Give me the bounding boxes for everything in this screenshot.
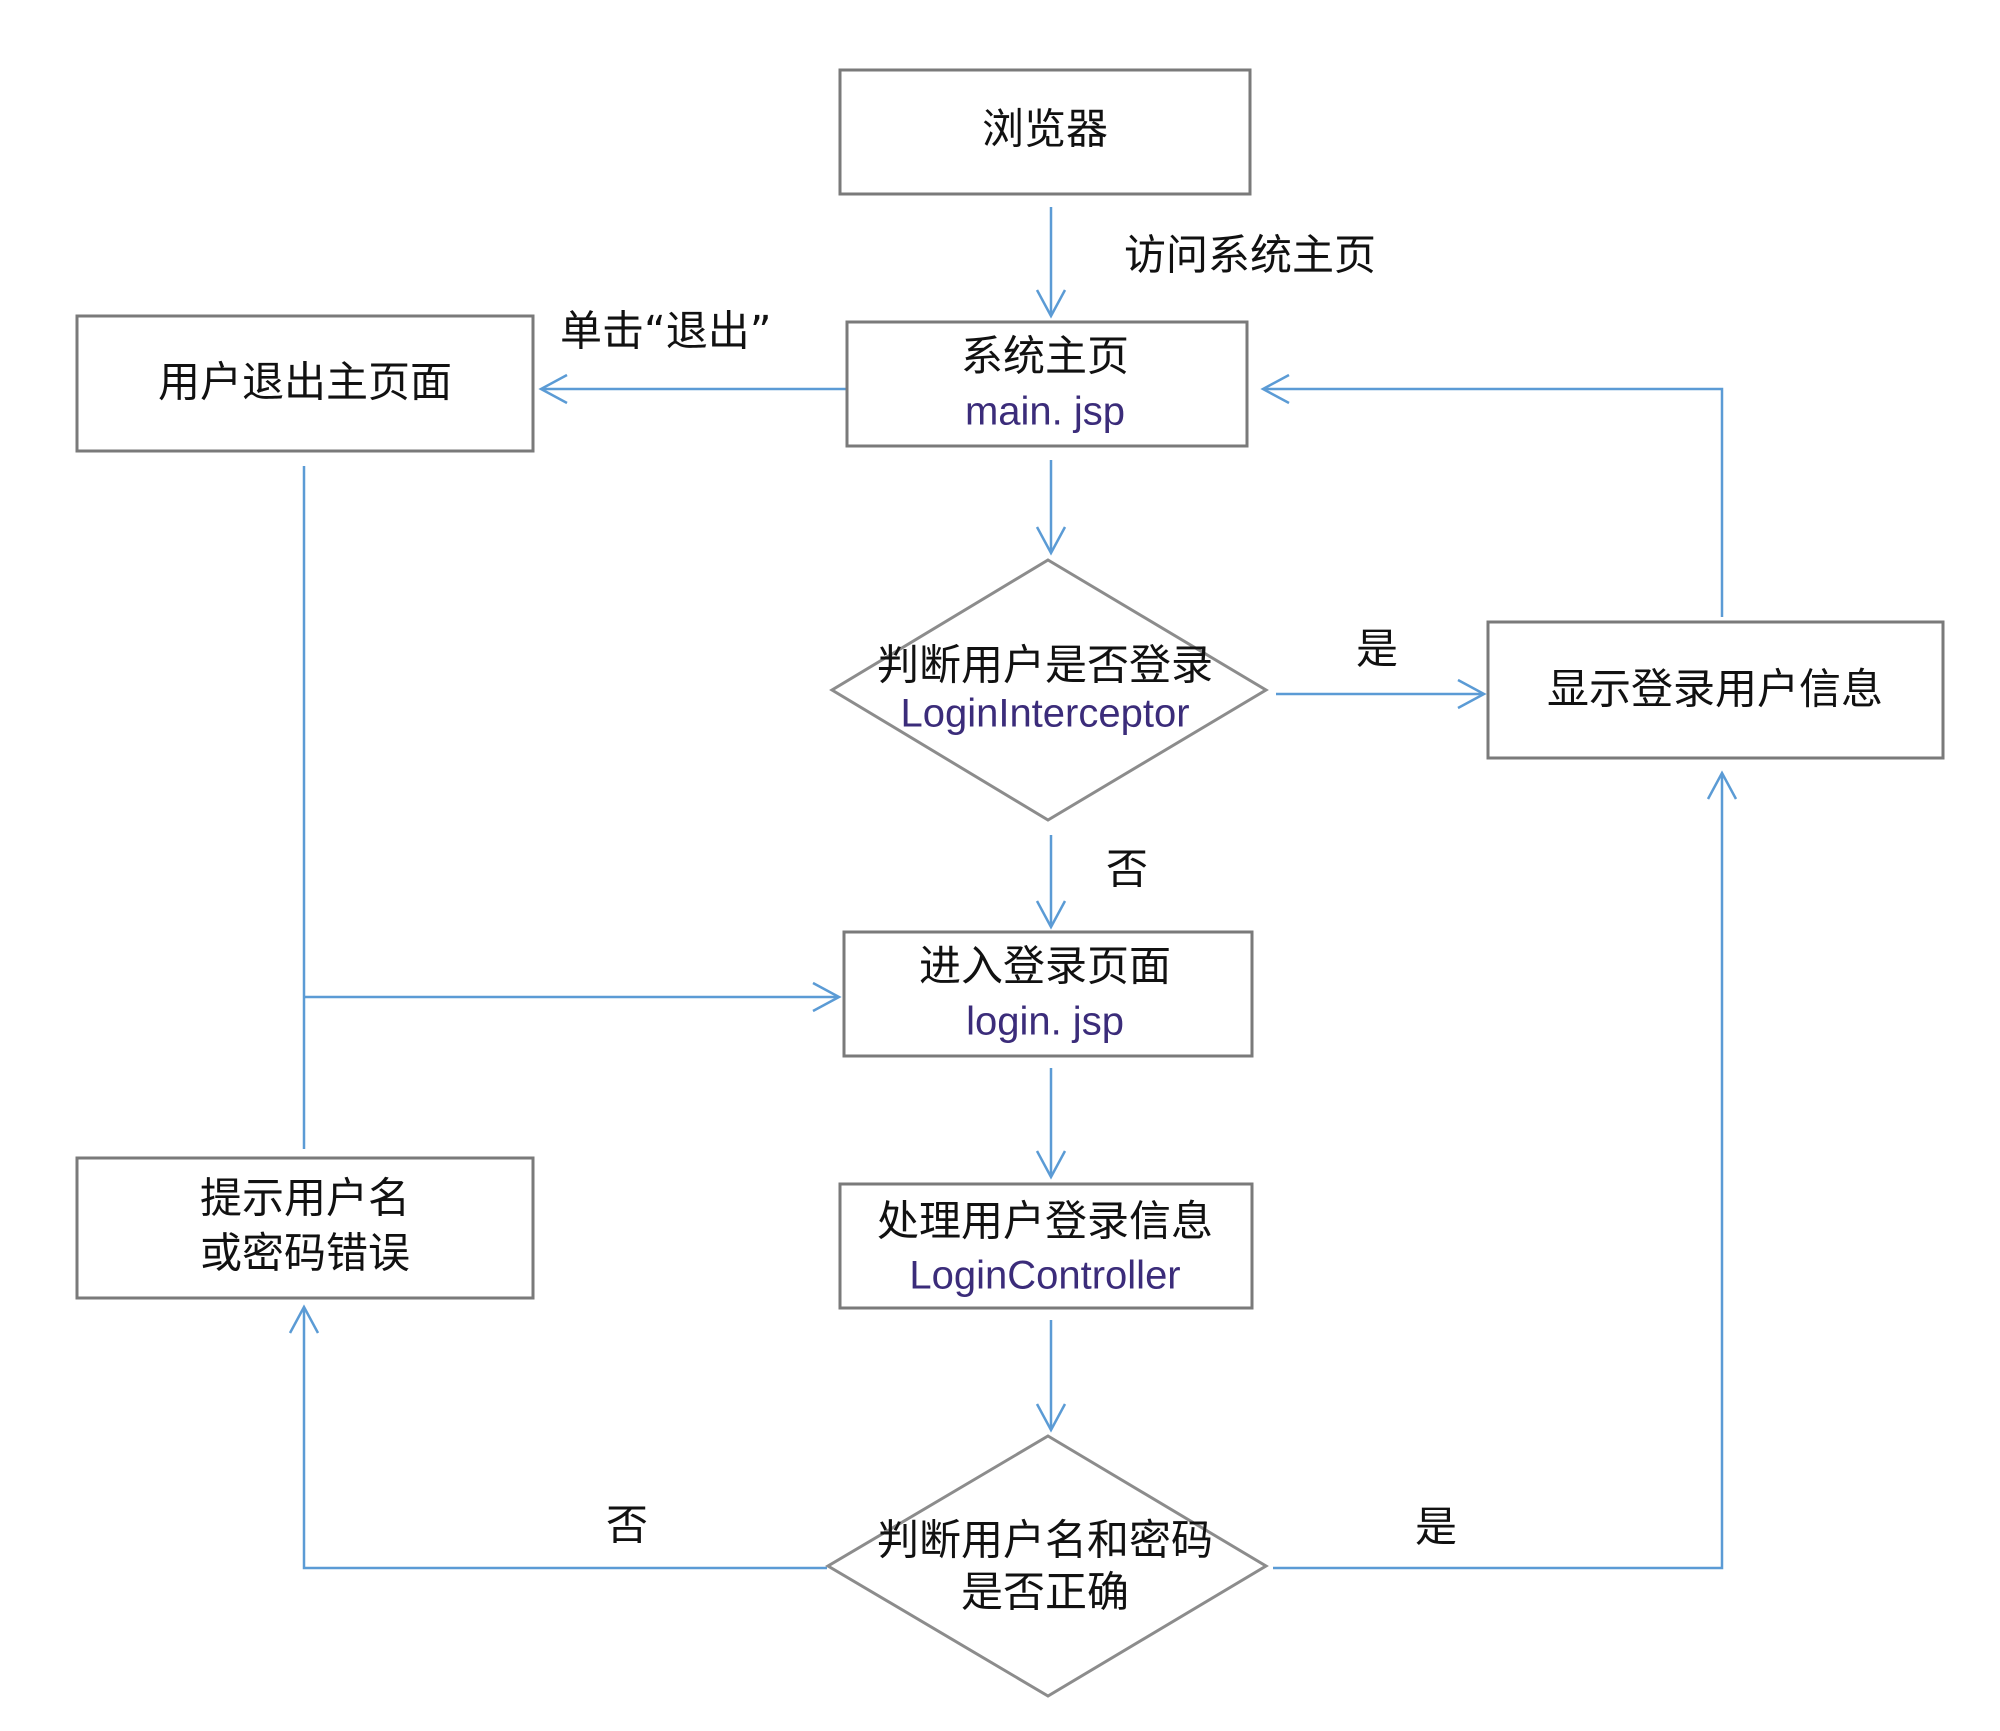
edge-main-to-check-login — [1035, 460, 1067, 556]
node-show-user-label: 显示登录用户信息 — [1547, 665, 1883, 714]
node-check-login-question: 判断用户是否登录 — [877, 641, 1213, 690]
node-check-credentials: 判断用户名和密码 是否正确 — [825, 1434, 1269, 1698]
node-browser-label: 浏览器 — [982, 105, 1108, 154]
edge-check-login-yes — [1276, 678, 1487, 710]
node-check-credentials-line2: 是否正确 — [961, 1568, 1129, 1617]
node-logout: 用户退出主页面 — [75, 314, 535, 453]
edge-label-click-exit: 单击“退出” — [560, 307, 772, 356]
node-process-login-title: 处理用户登录信息 — [877, 1197, 1213, 1246]
node-main-page-file: main. jsp — [965, 390, 1125, 434]
node-error-tip-line1: 提示用户名 — [200, 1174, 410, 1223]
edge-check-login-no — [1035, 835, 1067, 930]
node-check-credentials-line1: 判断用户名和密码 — [877, 1516, 1213, 1565]
node-check-login: 判断用户是否登录 LoginInterceptor — [829, 558, 1269, 822]
edge-label-credentials-yes: 是 — [1415, 1503, 1457, 1552]
node-check-login-interceptor: LoginInterceptor — [900, 692, 1189, 736]
node-login-page-title: 进入登录页面 — [919, 942, 1171, 991]
edge-show-user-to-main — [1260, 373, 1724, 617]
node-error-tip-line2: 或密码错误 — [200, 1229, 410, 1278]
node-error-tip: 提示用户名 或密码错误 — [75, 1156, 535, 1300]
edge-label-credentials-no: 否 — [606, 1501, 648, 1550]
node-login-page: 进入登录页面 login. jsp — [842, 930, 1254, 1058]
edge-label-login-no: 否 — [1106, 845, 1148, 894]
node-logout-label: 用户退出主页面 — [158, 358, 452, 407]
edge-main-to-logout — [538, 373, 847, 405]
node-process-login: 处理用户登录信息 LoginController — [838, 1182, 1254, 1310]
node-show-user: 显示登录用户信息 — [1486, 620, 1945, 760]
node-login-page-file: login. jsp — [966, 1000, 1124, 1044]
edge-label-visit-home: 访问系统主页 — [1124, 231, 1376, 280]
edge-process-to-check-credentials — [1035, 1320, 1067, 1433]
node-process-login-controller: LoginController — [909, 1254, 1180, 1298]
node-main-page-title: 系统主页 — [961, 332, 1129, 381]
node-main-page: 系统主页 main. jsp — [845, 320, 1249, 448]
edge-check-credentials-no — [288, 1304, 827, 1570]
edge-left-to-login-page — [302, 466, 842, 1149]
edge-label-login-yes: 是 — [1356, 625, 1398, 674]
edge-browser-to-main — [1035, 207, 1067, 319]
edge-check-credentials-yes — [1273, 770, 1738, 1570]
edge-login-page-to-process — [1035, 1068, 1067, 1180]
node-browser: 浏览器 — [838, 68, 1252, 196]
